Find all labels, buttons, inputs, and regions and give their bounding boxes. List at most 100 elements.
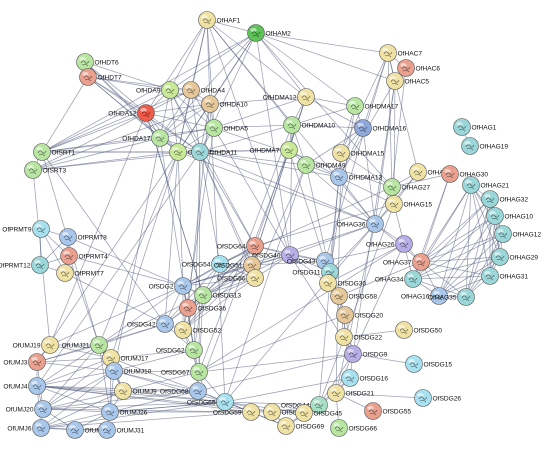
- node-ofhdma13[interactable]: OfHDMA13: [330, 168, 383, 186]
- node-ofsdg42[interactable]: OfSDG42: [127, 315, 174, 333]
- node-ofsdg66[interactable]: OfSDG66: [330, 419, 378, 437]
- node-ofprmt4[interactable]: OfPRMT4: [60, 247, 109, 265]
- node-ofhag21[interactable]: OfHAG21: [462, 176, 510, 194]
- node-ofprmt8[interactable]: OfPRMT8: [59, 228, 108, 246]
- node-ofhdma10[interactable]: OfHDMA10: [283, 116, 336, 134]
- node-ofhag37[interactable]: OfHAG37: [383, 253, 430, 271]
- node-ofhag10[interactable]: OfHAG10: [486, 207, 534, 225]
- node-ofumj17[interactable]: OfUMJ17: [102, 349, 149, 367]
- node-ofsdg68[interactable]: OfSDG68: [160, 382, 207, 400]
- node-ofsdg13[interactable]: OfSDG13: [194, 286, 242, 304]
- node-ofprmt12[interactable]: OfPRMT12: [0, 256, 49, 274]
- node-ofhdma15[interactable]: OfHDMA15: [332, 144, 385, 162]
- node-highlight: [140, 108, 147, 112]
- edge-ofumj17-ofumj4: [36, 357, 112, 387]
- node-ofumj4[interactable]: OfUMJ4: [3, 377, 46, 395]
- node-ofprmt7[interactable]: OfPRMT7: [56, 264, 105, 282]
- node-ofsdg45[interactable]: OfSDG45: [295, 404, 343, 422]
- node-ofhda10[interactable]: OfHDA10: [201, 95, 249, 113]
- node-ofsdg22[interactable]: OfSDG22: [335, 328, 383, 346]
- node-ofumj9[interactable]: OfUMJ9: [114, 382, 158, 400]
- node-ofsdg2[interactable]: OfSDG2: [149, 277, 192, 295]
- edge-ofhda11-ofsdg62: [193, 151, 201, 351]
- node-ofprmt9[interactable]: OfPRMT9: [2, 220, 50, 238]
- node-ofhag27[interactable]: OfHAG27: [383, 178, 431, 196]
- node-ofumj31[interactable]: OfUMJ31: [98, 421, 145, 439]
- edge-ofhag10-ofhag31: [489, 215, 496, 277]
- node-ofsdg54[interactable]: OfSDG54: [182, 255, 229, 273]
- node-ofhdt6[interactable]: OfHDT6: [76, 53, 120, 71]
- node-ofhdma9[interactable]: OfHDMA9: [297, 156, 346, 174]
- node-ofhda12[interactable]: OfHDA12: [108, 104, 155, 122]
- node-ofhda17[interactable]: OfHDA17: [122, 129, 169, 147]
- node-ofumj20[interactable]: OfUMJ20: [6, 400, 52, 418]
- node-ofumj6[interactable]: OfUMJ6: [7, 419, 50, 437]
- node-ofumj26[interactable]: OfUMJ26: [101, 403, 148, 421]
- node-ofhdt7[interactable]: OfHDT7: [79, 68, 123, 86]
- node-ofsdg59[interactable]: OfSDG59: [213, 403, 260, 421]
- node-ofsdg56[interactable]: OfSDG56: [217, 269, 264, 287]
- node-ofumj21[interactable]: OfUMJ21: [62, 336, 108, 354]
- edge-ofhag32-ofhag35: [465, 198, 491, 298]
- node-ofhag26[interactable]: OfHAG26: [366, 235, 413, 253]
- node-ofsrt3[interactable]: OfSRT3: [24, 161, 67, 179]
- node-ofhag12[interactable]: OfHAG12: [494, 225, 542, 243]
- node-highlight: [79, 57, 86, 61]
- node-ofsdg50[interactable]: OfSDG50: [395, 321, 443, 339]
- node-highlight: [382, 48, 389, 52]
- node-ofsdg40[interactable]: OfSDG40: [252, 246, 299, 264]
- node-ofsdg52[interactable]: OfSDG52: [174, 321, 222, 339]
- node-highlight: [417, 393, 424, 397]
- node-ofhda5[interactable]: OfHDA5: [205, 119, 249, 137]
- node-ofsdg55[interactable]: OfSDG55: [364, 402, 412, 420]
- node-ofumj10[interactable]: OfUMJ10: [105, 362, 152, 380]
- node-ofsdg26[interactable]: OfSDG26: [414, 389, 462, 407]
- node-ofhac6[interactable]: OfHAC6: [397, 59, 441, 77]
- node-ofhag31[interactable]: OfHAG31: [481, 267, 529, 285]
- node-ofsdg58[interactable]: OfSDG58: [330, 287, 378, 305]
- node-ofhag34[interactable]: OfHAG34: [375, 270, 422, 288]
- node-ofhac7[interactable]: OfHAC7: [379, 44, 423, 62]
- node-ofsdg15[interactable]: OfSDG15: [405, 355, 453, 373]
- node-ofsdg64[interactable]: OfSDG64: [217, 237, 264, 255]
- node-ofsdg36[interactable]: OfSDG36: [179, 299, 227, 317]
- node-ofsdg21[interactable]: OfSDG21: [327, 384, 375, 402]
- node-ofsdg51[interactable]: OfSDG51: [214, 256, 261, 274]
- node-ofhdma16[interactable]: OfHDMA16: [354, 119, 407, 137]
- node-ofhag32[interactable]: OfHAG32: [481, 190, 529, 208]
- node-structure-icon: [408, 277, 418, 284]
- node-highlight: [37, 404, 44, 408]
- node-ofhac5[interactable]: OfHAC5: [386, 72, 430, 90]
- node-ofhdma12[interactable]: OfHDMA12: [263, 88, 315, 106]
- node-ofhag29[interactable]: OfHAG29: [491, 248, 539, 266]
- node-ofhda11[interactable]: OfHDA11: [191, 143, 238, 161]
- node-ofhag16[interactable]: OfHAG16: [401, 287, 448, 305]
- node-ofhaf1[interactable]: OfHAF1: [198, 11, 241, 29]
- node-highlight: [117, 386, 124, 390]
- edge-ofhda11-ofsdg54: [199, 151, 221, 265]
- node-ofhag19[interactable]: OfHAG19: [461, 137, 509, 155]
- node-ofham2[interactable]: OfHAM2: [247, 24, 292, 42]
- node-ofsdg44[interactable]: OfSDG44: [281, 396, 328, 414]
- node-ofhdma17[interactable]: OfHDMA17: [346, 97, 399, 115]
- node-ofhda9[interactable]: OfHDA9: [136, 81, 179, 99]
- node-ofhag30[interactable]: OfHAG30: [441, 165, 489, 183]
- node-ofhag35[interactable]: OfHAG35: [428, 288, 475, 306]
- node-ofsdg65[interactable]: OfSDG65: [187, 393, 234, 411]
- node-ofsdg16[interactable]: OfSDG16: [341, 369, 389, 387]
- node-ofsdg30[interactable]: OfSDG30: [319, 274, 367, 292]
- node-ofhda4[interactable]: OfHDA4: [182, 81, 226, 99]
- node-ofsdg9[interactable]: OfSDG9: [344, 345, 388, 363]
- node-ofhag15[interactable]: OfHAG15: [385, 195, 433, 213]
- node-ofsdg67[interactable]: OfSDG67: [161, 363, 208, 381]
- node-ofsrt1[interactable]: OfSRT1: [33, 143, 76, 161]
- node-ofhag1[interactable]: OfHAG1: [453, 118, 497, 136]
- node-ofsdg20[interactable]: OfSDG20: [336, 306, 384, 324]
- node-ofhdma7[interactable]: OfHDMA7: [249, 141, 298, 159]
- edge-ofham2-ofhdma17: [255, 32, 356, 107]
- node-ofumj3[interactable]: OfUMJ3: [3, 353, 46, 371]
- node-ofsdg69[interactable]: OfSDG69: [277, 417, 325, 435]
- node-ofsdg62[interactable]: OfSDG62: [156, 341, 203, 359]
- node-ofumj19[interactable]: OfUMJ19: [13, 336, 59, 354]
- node-ofhag36[interactable]: OfHAG36: [337, 215, 384, 233]
